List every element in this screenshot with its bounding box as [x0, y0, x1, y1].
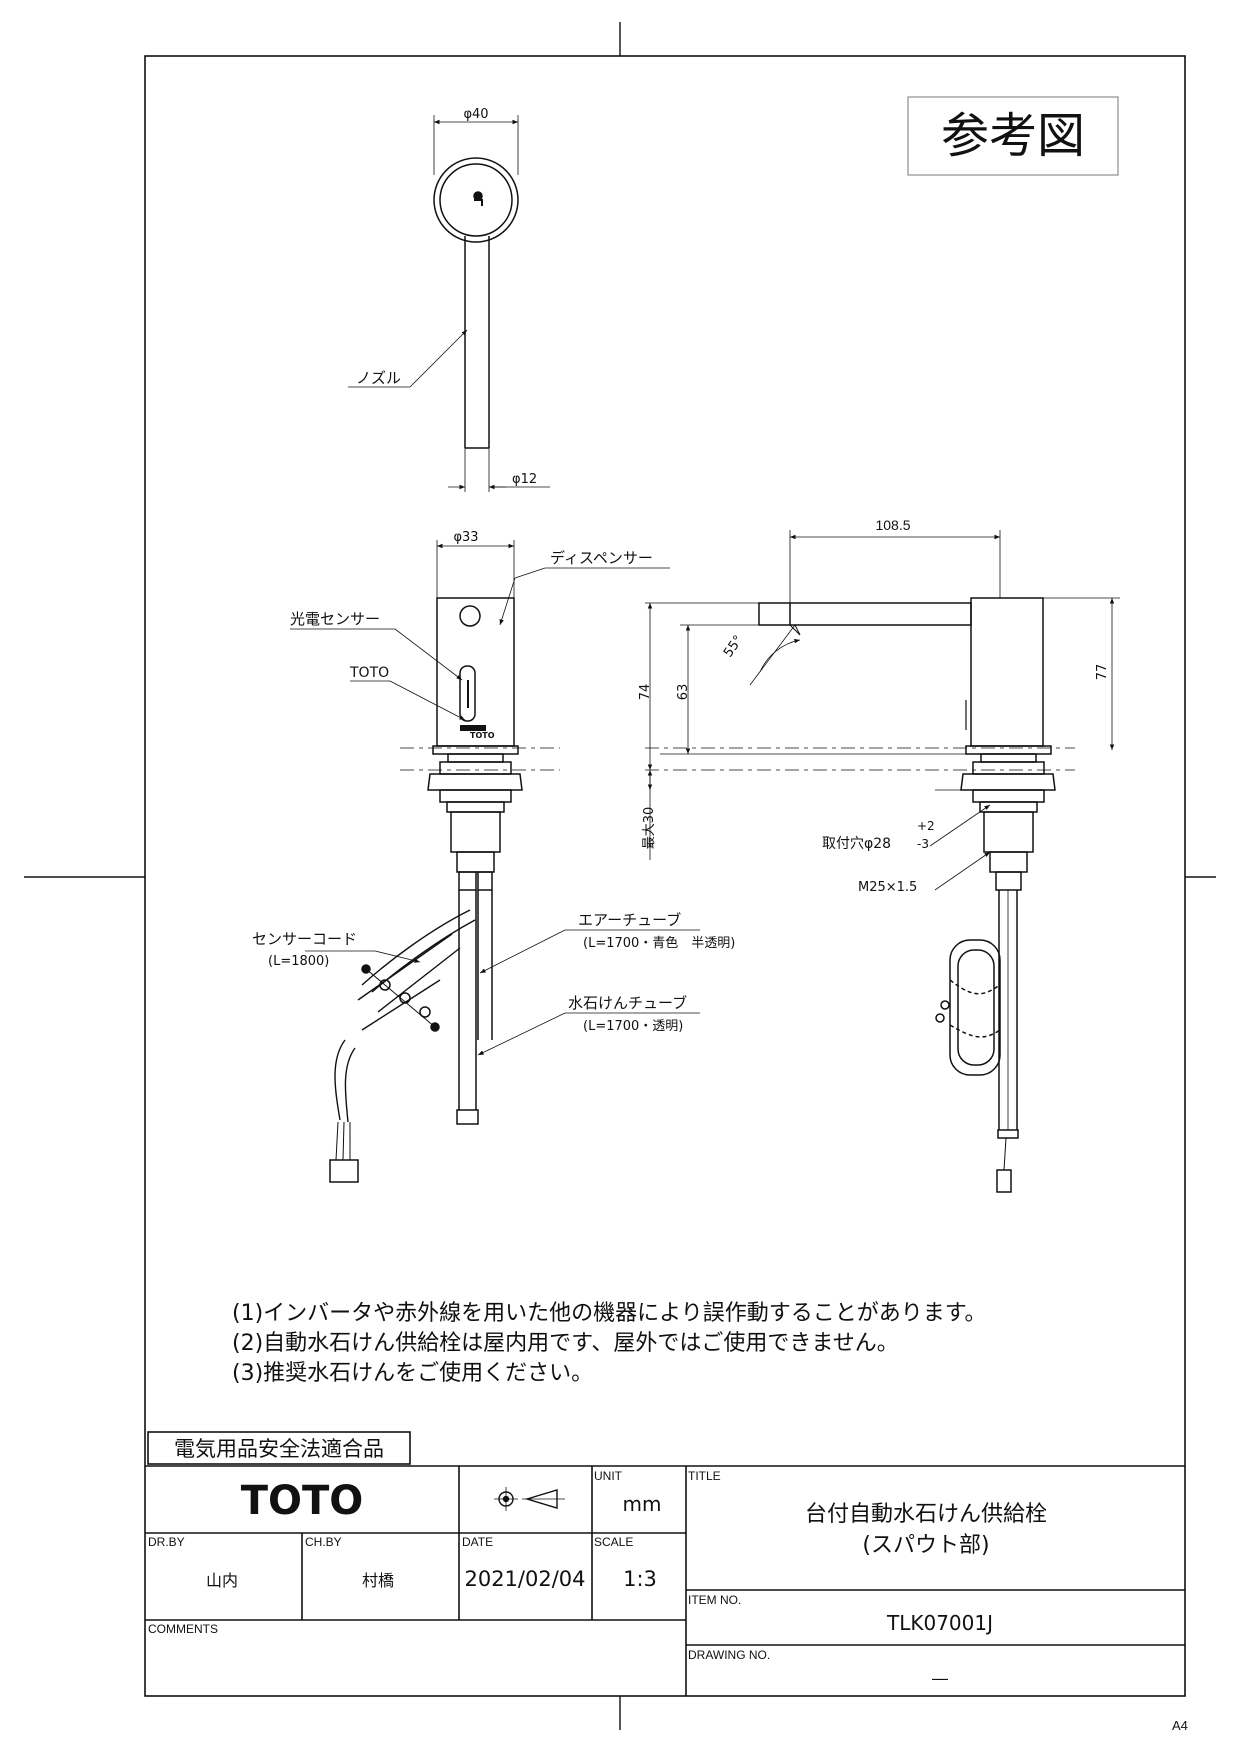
date-value: 2021/02/04	[464, 1567, 585, 1591]
label-sensor-cord-len: (L=1800)	[268, 954, 329, 969]
chby-value: 村橋	[362, 1571, 394, 1590]
title-logo: TOTO	[241, 1478, 364, 1524]
dim-max30: 最大30	[642, 807, 657, 850]
item-value: TLK07001J	[886, 1611, 993, 1635]
compliance-box: 電気用品安全法適合品	[147, 1431, 411, 1465]
dim-dia40: φ40	[463, 107, 488, 122]
label-sensor-cord: センサーコード	[252, 930, 357, 948]
drawing-label: DRAWING NO.	[688, 1648, 770, 1662]
compliance-text: 電気用品安全法適合品	[174, 1437, 384, 1461]
unit-value: mm	[623, 1492, 662, 1516]
label-soap-tube: 水石けんチューブ	[568, 994, 687, 1012]
drawing-value: ―	[932, 1669, 948, 1688]
projection-symbol	[494, 1487, 565, 1511]
scale-value: 1:3	[623, 1567, 657, 1591]
note-2: (2)自動水石けん供給栓は屋内用です、屋外ではご使用できません。	[232, 1331, 899, 1356]
label-thread: M25×1.5	[858, 880, 917, 895]
dim-angle-55: 55°	[721, 633, 747, 660]
label-soap-tube-spec: (L=1700・透明)	[583, 1019, 683, 1034]
drby-value: 山内	[206, 1571, 238, 1590]
dim-63: 63	[676, 684, 691, 701]
front-view	[290, 540, 700, 1183]
title-line1: 台付自動水石けん供給栓	[805, 1502, 1047, 1527]
label-nozzle: ノズル	[356, 369, 401, 387]
side-view	[645, 530, 1120, 1193]
scale-label: SCALE	[594, 1535, 633, 1549]
logo-on-body: TOTO	[470, 731, 495, 740]
label-air-tube: エアーチューブ	[578, 911, 681, 929]
unit-label: UNIT	[594, 1469, 623, 1483]
comments-label: COMMENTS	[148, 1622, 218, 1636]
label-toto: TOTO	[349, 665, 389, 681]
dim-77: 77	[1095, 664, 1110, 681]
top-view	[348, 115, 550, 492]
drby-label: DR.BY	[148, 1535, 185, 1549]
note-3: (3)推奨水石けんをご使用ください。	[232, 1361, 593, 1386]
label-hole: 取付穴φ28	[822, 836, 891, 852]
item-label: ITEM NO.	[688, 1593, 741, 1607]
paper-size: A4	[1172, 1718, 1188, 1733]
dim-108-5: 108.5	[875, 517, 910, 533]
dim-dia12: φ12	[512, 472, 537, 487]
dim-dia33: φ33	[453, 530, 478, 545]
chby-label: CH.BY	[305, 1535, 342, 1549]
tol-plus: +2	[917, 819, 935, 833]
sheet-border	[24, 22, 1216, 1730]
tol-minus: -3	[917, 837, 929, 851]
reference-stamp: 参考図	[907, 96, 1119, 176]
dim-74: 74	[638, 684, 653, 701]
title-label: TITLE	[688, 1469, 721, 1483]
title-line2: (スパウト部)	[862, 1533, 989, 1558]
label-dispenser: ディスペンサー	[550, 549, 653, 567]
note-1: (1)インバータや赤外線を用いた他の機器により誤作動することがあります。	[232, 1301, 987, 1326]
title-block	[145, 1465, 1185, 1696]
label-air-tube-spec: (L=1700・青色 半透明)	[583, 935, 735, 951]
stamp-text: 参考図	[941, 108, 1085, 164]
label-sensor: 光電センサー	[290, 610, 380, 628]
date-label: DATE	[462, 1535, 493, 1549]
